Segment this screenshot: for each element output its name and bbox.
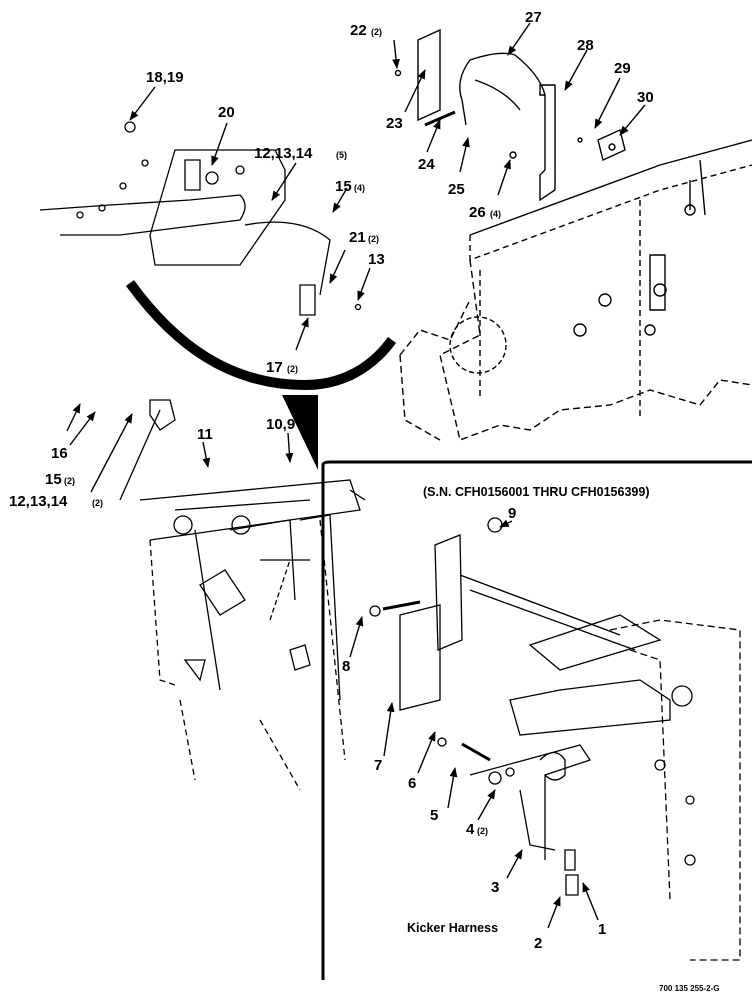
callout-12-13-14-left-qty: (2) — [92, 498, 103, 508]
callout-26-qty: (4) — [490, 209, 501, 219]
callout-22: 22 — [350, 22, 367, 39]
callout-6: 6 — [408, 775, 416, 792]
callout-28: 28 — [577, 37, 594, 54]
callout-12-13-14-top: 12,13,14 — [254, 145, 313, 162]
callout-4: 4 — [466, 821, 475, 838]
callout-23: 23 — [386, 115, 403, 132]
lower-detail-drawing — [369, 517, 741, 961]
callout-25: 25 — [448, 181, 465, 198]
kicker-harness-label: Kicker Harness — [407, 921, 498, 935]
callout-21-qty: (2) — [368, 234, 379, 244]
callout-13: 13 — [368, 251, 385, 268]
callout-18-19: 18,19 — [146, 69, 184, 86]
leader-lines — [66, 22, 646, 929]
callout-5: 5 — [430, 807, 438, 824]
callout-labels: 1 2 3 4 (2) 5 6 7 8 9 10,9 11 12,13,14 (… — [9, 9, 720, 993]
callout-29: 29 — [614, 60, 631, 77]
callout-22-qty: (2) — [371, 27, 382, 37]
callout-21: 21 — [349, 229, 366, 246]
callout-8: 8 — [342, 658, 350, 675]
callout-3: 3 — [491, 879, 499, 896]
section-divider — [321, 460, 752, 980]
serial-number-note: (S.N. CFH0156001 THRU CFH0156399) — [423, 485, 649, 499]
upper-frame-drawing — [399, 139, 752, 441]
callout-4-qty: (2) — [477, 826, 488, 836]
callout-17: 17 — [266, 359, 283, 376]
callout-15-top: 15 — [335, 178, 352, 195]
callout-12-13-14-top-qty: (5) — [336, 150, 347, 160]
callout-15-top-qty: (4) — [354, 183, 365, 193]
callout-7: 7 — [374, 757, 382, 774]
detail-callout-arc — [125, 280, 397, 391]
callout-17-qty: (2) — [287, 364, 298, 374]
callout-20: 20 — [218, 104, 235, 121]
callout-10-9: 10,9 — [266, 416, 295, 433]
callout-26: 26 — [469, 204, 486, 221]
callout-15-left: 15 — [45, 471, 62, 488]
callout-2: 2 — [534, 935, 542, 952]
left-frame-drawing — [119, 399, 366, 791]
callout-27: 27 — [525, 9, 542, 26]
switch-assembly-drawing — [39, 121, 362, 316]
figure-reference: 700 135 255-2-G — [659, 984, 720, 993]
callout-9: 9 — [508, 505, 516, 522]
callout-15-left-qty: (2) — [64, 476, 75, 486]
detail-callout-pointer — [282, 395, 318, 470]
callout-1: 1 — [598, 921, 606, 938]
callout-16: 16 — [51, 445, 68, 462]
callout-12-13-14-left: 12,13,14 — [9, 493, 68, 510]
callout-30: 30 — [637, 89, 654, 106]
callout-11: 11 — [197, 426, 213, 443]
callout-24: 24 — [418, 156, 435, 173]
upper-bracket-drawing — [394, 28, 626, 202]
